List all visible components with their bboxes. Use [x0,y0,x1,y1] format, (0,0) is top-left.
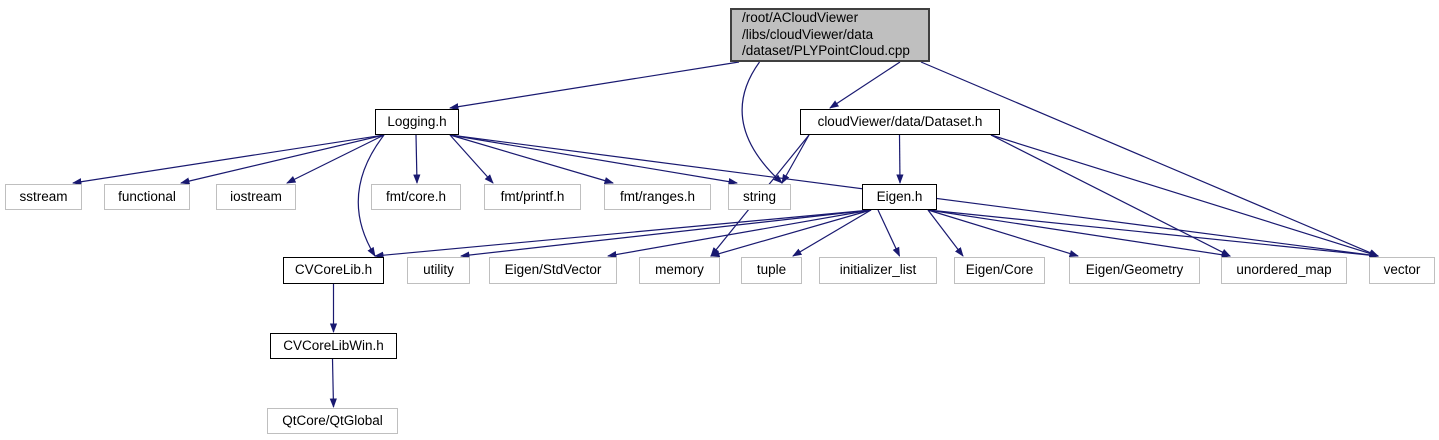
node-initializer-list: initializer_list [819,257,937,284]
node-fmt-core-h: fmt/core.h [371,184,461,210]
node-string: string [728,184,791,210]
node-tuple: tuple [741,257,802,284]
node-vector: vector [1369,257,1435,284]
node-functional: functional [104,184,190,210]
node-cvcorelibwin-h[interactable]: CVCoreLibWin.h [270,333,397,359]
node-qtcore-qtglobal: QtCore/QtGlobal [267,408,398,434]
node-cvcorelib-h[interactable]: CVCoreLib.h [283,257,384,284]
node-memory: memory [639,257,720,284]
node-iostream: iostream [216,184,296,210]
node-eigen-geometry: Eigen/Geometry [1069,257,1200,284]
node-plypointcloud-cpp: /root/ACloudViewer /libs/cloudViewer/dat… [730,8,930,62]
node-fmt-printf-h: fmt/printf.h [484,184,581,210]
node-utility: utility [407,257,470,284]
node-sstream: sstream [5,184,82,210]
node-eigen-h[interactable]: Eigen.h [862,184,937,210]
node-logging-h[interactable]: Logging.h [375,109,459,135]
node-dataset-h[interactable]: cloudViewer/data/Dataset.h [800,109,1000,135]
node-fmt-ranges-h: fmt/ranges.h [604,184,711,210]
node-eigen-core: Eigen/Core [954,257,1045,284]
node-unordered-map: unordered_map [1221,257,1347,284]
node-eigen-stdvector: Eigen/StdVector [489,257,617,284]
